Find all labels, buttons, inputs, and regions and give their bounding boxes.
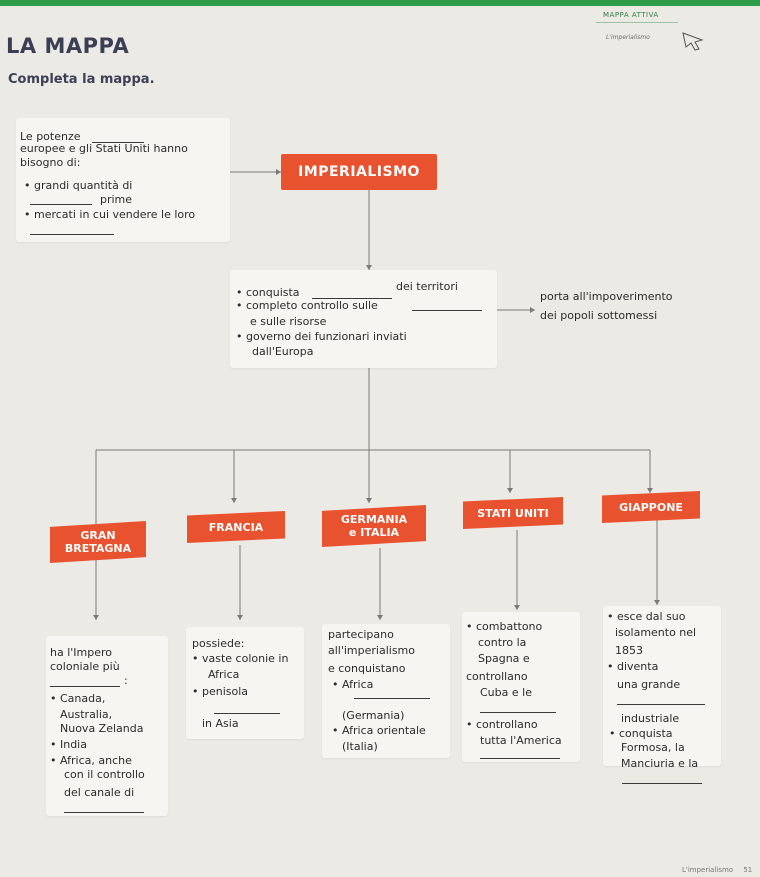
country-name: GIAPPONE: [619, 500, 683, 514]
country-name: FRANCIA: [208, 520, 264, 534]
intro-bullet: • mercati in cui vendere le loro: [24, 208, 196, 221]
fr-line: in Asia: [202, 717, 239, 730]
method-line-tail: dei territori: [396, 280, 458, 293]
us-line: tutta l'America: [480, 734, 562, 747]
jp-line: una grande: [617, 678, 681, 691]
country-banner-giappone: GIAPPONE: [602, 491, 700, 523]
gb-line: • India: [50, 738, 87, 751]
blank-field[interactable]: [50, 686, 120, 687]
top-color-bar: [0, 0, 760, 6]
francia-box: possiede: • vaste colonie in Africa • pe…: [186, 627, 304, 739]
blank-field[interactable]: [480, 758, 560, 759]
jp-line: 1853: [615, 644, 643, 657]
de-line: partecipano: [328, 628, 394, 641]
country-banner-stati-uniti: STATI UNITI: [463, 497, 563, 529]
country-name: GRAN: [80, 529, 116, 542]
de-line: • Africa orientale: [332, 724, 426, 737]
gb-line: :: [124, 674, 128, 687]
jp-line: • conquista: [609, 727, 673, 740]
germania-italia-box: partecipano all'imperialismo e conquista…: [322, 624, 450, 758]
fr-line: • penisola: [192, 685, 249, 698]
intro-box: Le potenze europee e gli Stati Uniti han…: [16, 118, 230, 242]
jp-line: isolamento nel: [615, 626, 697, 639]
us-line: controllano: [466, 670, 528, 683]
blank-field[interactable]: [617, 704, 705, 705]
consequence-line: porta all'impoverimento: [540, 290, 673, 303]
page-number: 51: [743, 866, 753, 874]
blank-field[interactable]: [354, 698, 430, 699]
gb-line: ha l'Impero: [50, 646, 113, 659]
country-banner-francia: FRANCIA: [187, 511, 285, 543]
method-line: dall'Europa: [252, 345, 314, 358]
blank-field[interactable]: [30, 204, 92, 205]
blank-field[interactable]: [30, 234, 114, 235]
blank-field[interactable]: [214, 713, 280, 714]
country-name: GERMANIA: [340, 513, 408, 526]
section-tag: MAPPA ATTIVA: [603, 11, 659, 19]
section-tag-subtitle: L'imperialismo: [606, 34, 650, 41]
cursor-icon: [682, 32, 704, 51]
jp-line: Manciuria e la: [621, 757, 699, 770]
method-line: e sulle risorse: [250, 315, 327, 328]
fr-line: possiede:: [192, 637, 245, 650]
gb-line: coloniale più: [50, 660, 120, 673]
jp-line: • esce dal suo: [607, 610, 686, 623]
de-line: e conquistano: [328, 662, 406, 675]
method-line: • governo dei funzionari inviati: [236, 330, 407, 343]
us-line: • combattono: [466, 620, 543, 633]
us-line: • controllano: [466, 718, 538, 731]
method-box: • conquista dei territori • completo con…: [230, 270, 497, 368]
blank-field[interactable]: [92, 142, 144, 143]
de-line: (Italia): [342, 740, 378, 753]
blank-field[interactable]: [412, 310, 482, 311]
intro-line: europee e gli Stati Uniti hanno: [20, 142, 188, 155]
blank-field[interactable]: [64, 812, 144, 813]
blank-field[interactable]: [312, 298, 392, 299]
gb-line: • Africa, anche: [50, 754, 132, 767]
us-line: Spagna e: [478, 652, 530, 665]
consequence-line: dei popoli sottomessi: [540, 309, 658, 322]
intro-bullet-tail: prime: [100, 193, 133, 206]
jp-line: • diventa: [607, 660, 659, 673]
page-footer: L'imperialismo 51: [682, 866, 752, 874]
de-line: • Africa: [332, 678, 374, 691]
us-line: contro la: [478, 636, 527, 649]
page-subtitle: Completa la mappa.: [8, 72, 155, 87]
stati-uniti-box: • combattono contro la Spagna e controll…: [462, 612, 580, 762]
de-line: (Germania): [342, 709, 405, 722]
fr-line: • vaste colonie in: [192, 652, 289, 665]
footer-section: L'imperialismo: [682, 866, 734, 874]
country-name: STATI UNITI: [477, 506, 549, 520]
page-title: LA MAPPA: [6, 34, 130, 58]
gb-line: del canale di: [64, 786, 135, 799]
method-line: • conquista: [236, 286, 300, 299]
de-line: all'imperialismo: [328, 644, 416, 657]
intro-bullet: • grandi quantità di: [24, 179, 133, 192]
country-name: BRETAGNA: [64, 542, 132, 555]
method-line: • completo controllo sulle: [236, 299, 378, 312]
gb-line: Australia,: [60, 708, 113, 721]
gb-line: • Canada,: [50, 692, 106, 705]
gran-bretagna-box: ha l'Impero coloniale più : • Canada, Au…: [46, 636, 168, 816]
country-name: e ITALIA: [348, 526, 400, 539]
intro-line: bisogno di:: [20, 156, 81, 169]
blank-field[interactable]: [480, 712, 556, 713]
intro-line: Le potenze: [20, 130, 81, 143]
blank-field[interactable]: [622, 783, 702, 784]
gb-line: con il controllo: [64, 768, 145, 781]
giappone-box: • esce dal suo isolamento nel 1853 • div…: [603, 606, 721, 770]
jp-line: Formosa, la: [621, 741, 685, 754]
jp-line: industriale: [621, 712, 680, 725]
us-line: Cuba e le: [480, 686, 532, 699]
fr-line: Africa: [208, 668, 240, 681]
gb-line: Nuova Zelanda: [60, 722, 144, 735]
tag-divider: [596, 22, 678, 23]
imperialism-banner: IMPERIALISMO: [281, 154, 437, 190]
